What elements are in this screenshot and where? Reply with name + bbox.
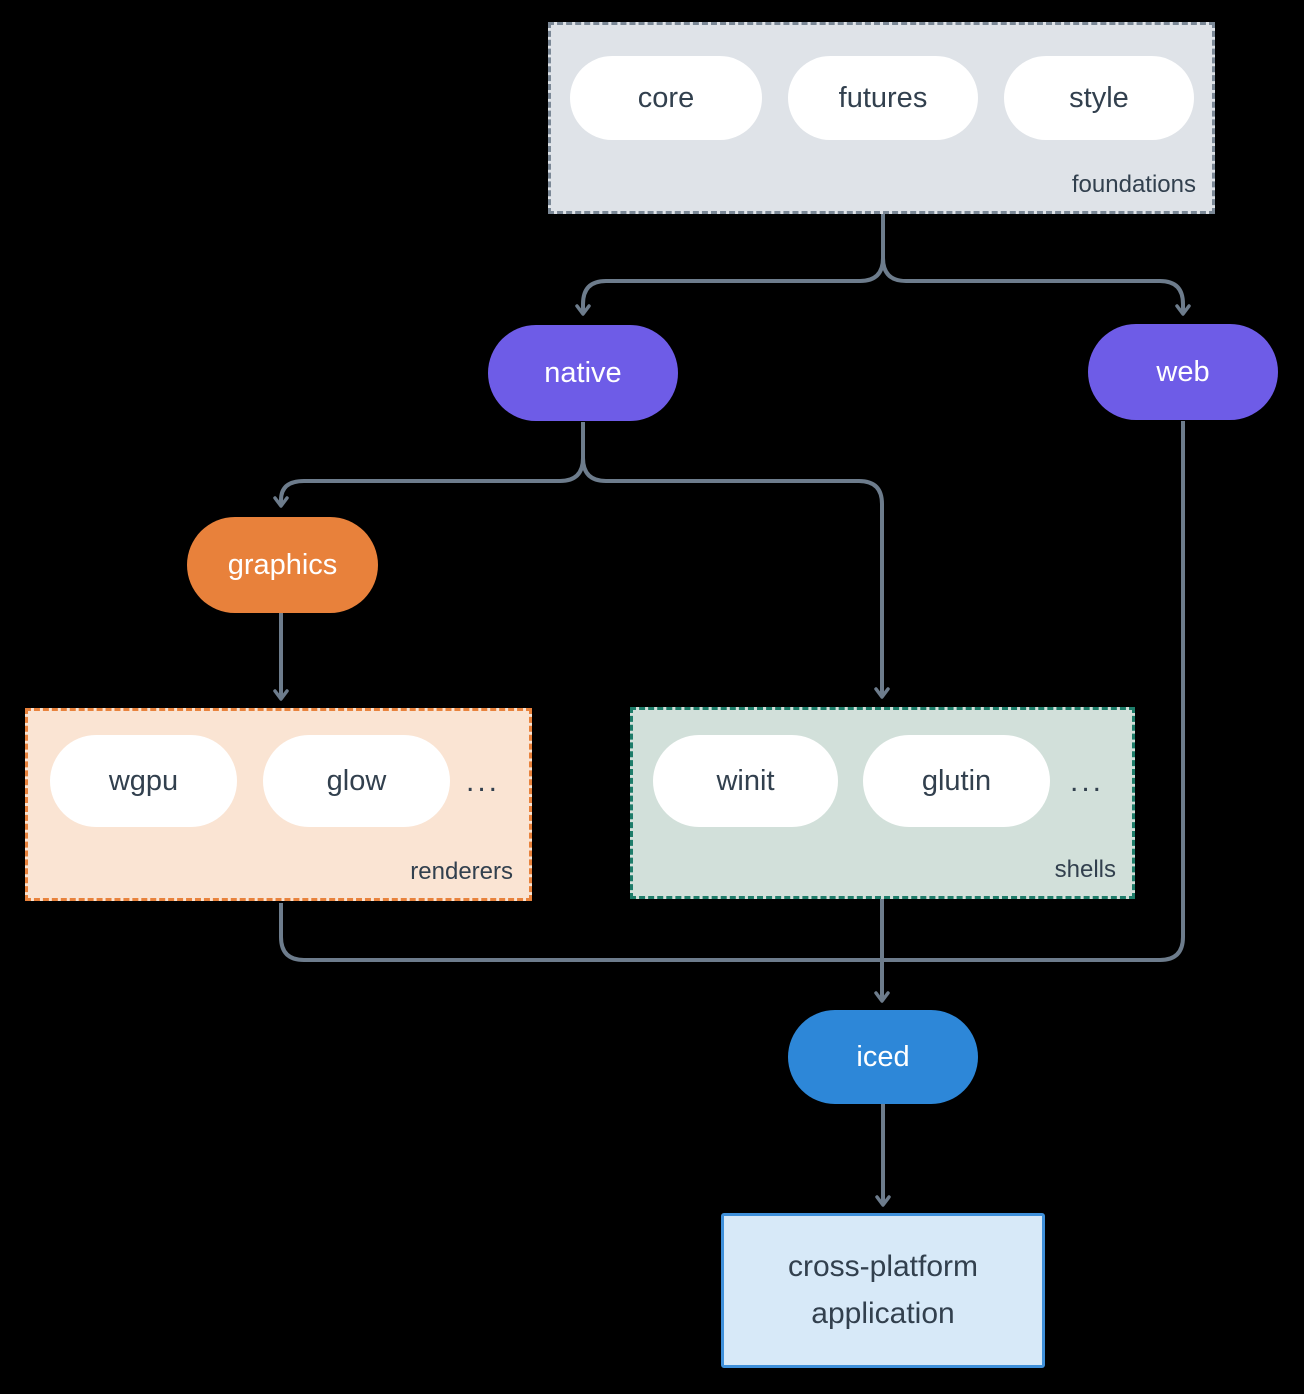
shells-group-label: shells <box>1054 856 1116 883</box>
node-winit-label: winit <box>716 764 775 797</box>
node-wgpu-label: wgpu <box>108 764 179 797</box>
node-iced: iced <box>788 1010 978 1104</box>
application-box: cross-platform application <box>721 1213 1045 1368</box>
node-glutin: glutin <box>863 735 1050 827</box>
node-futures-label: futures <box>838 81 928 114</box>
node-wgpu: wgpu <box>50 735 237 827</box>
node-winit: winit <box>653 735 838 827</box>
shells-ellipsis: ... <box>1069 765 1104 798</box>
node-style: style <box>1004 56 1194 140</box>
foundations-group-label: foundations <box>1071 171 1196 198</box>
node-glutin-label: glutin <box>921 764 992 797</box>
edge-native-shells <box>581 422 890 699</box>
node-futures: futures <box>788 56 978 140</box>
node-web: web <box>1088 324 1278 420</box>
node-core-label: core <box>637 81 695 114</box>
edge-foundations-web <box>881 214 1191 316</box>
node-style-label: style <box>1069 81 1129 114</box>
application-label-line1: cross-platform <box>787 1250 979 1283</box>
edge-foundations-native <box>575 214 885 316</box>
node-iced-label: iced <box>856 1040 910 1073</box>
node-graphics-label: graphics <box>227 548 338 581</box>
renderers-group-label: renderers <box>410 858 513 885</box>
edge-web-merge <box>884 421 1185 962</box>
node-native-label: native <box>544 356 622 389</box>
node-web-label: web <box>1156 355 1210 388</box>
node-native: native <box>488 325 678 421</box>
edge-renderers-merge <box>279 903 880 962</box>
node-glow-label: glow <box>326 764 387 797</box>
edge-native-graphics <box>273 422 585 508</box>
renderers-ellipsis: ... <box>465 765 500 798</box>
application-label-line2: application <box>811 1296 955 1330</box>
node-glow: glow <box>263 735 450 827</box>
node-core: core <box>570 56 762 140</box>
node-graphics: graphics <box>187 517 378 613</box>
